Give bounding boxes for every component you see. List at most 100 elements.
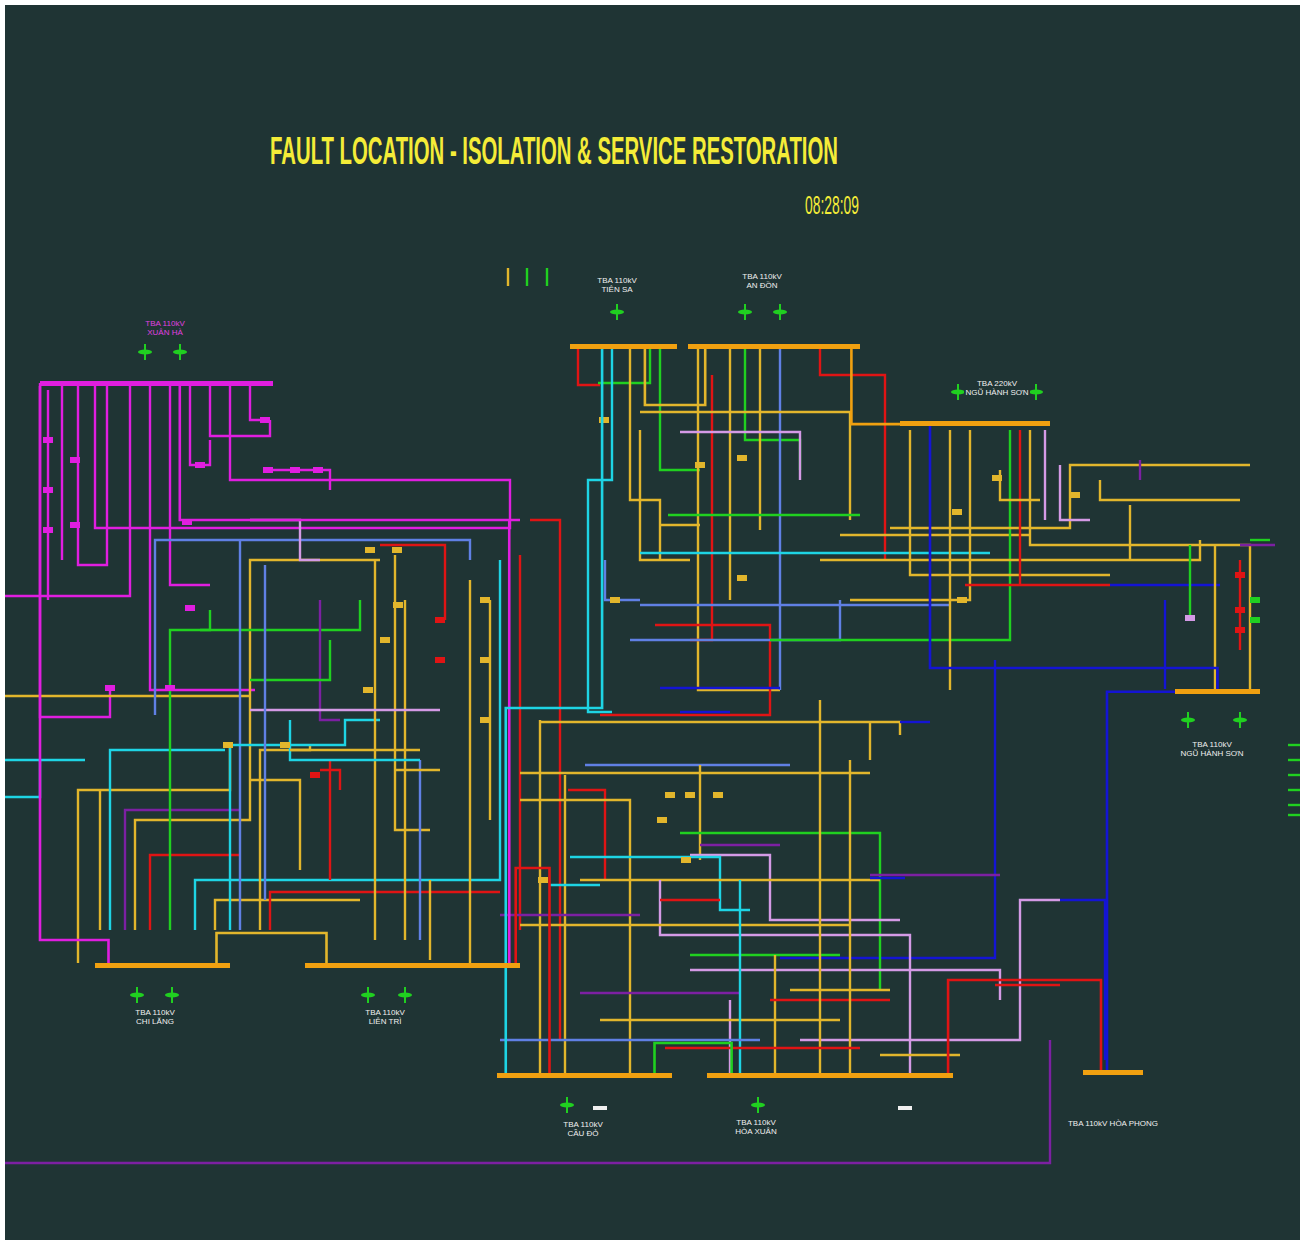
- feeder-wire: [1288, 774, 1300, 776]
- feeder-wire: [800, 900, 1060, 1040]
- feeder-wire: [520, 924, 850, 926]
- substation-label: TBA 110kV XUÂN HÀ: [143, 319, 186, 337]
- label-line: CHI LĂNG: [135, 1017, 174, 1026]
- feeder-wire: [1288, 804, 1300, 806]
- feeder-wire: [40, 383, 110, 717]
- feeder-wire: [598, 349, 650, 383]
- feeder-wire: [489, 600, 491, 820]
- feeder-wire: [790, 989, 890, 991]
- breaker-symbol: [363, 687, 373, 693]
- label-line: XUÂN HÀ: [145, 328, 184, 337]
- transformer-body: [773, 310, 787, 315]
- feeder-wire: [250, 520, 320, 560]
- feeder-wire: [870, 874, 1000, 876]
- feeder-wire: [1060, 465, 1090, 520]
- feeder-wire: [690, 375, 712, 640]
- transformer-symbol: [398, 987, 412, 1003]
- transformer-body: [1181, 718, 1195, 723]
- feeder-wire: [580, 879, 880, 881]
- breaker-symbol: [393, 602, 403, 608]
- feeder-connector: [1107, 692, 1175, 1070]
- feeder-wire: [690, 970, 1000, 1000]
- feeder-wire: [5, 760, 40, 797]
- feeder-wire: [1000, 470, 1040, 500]
- busbar: [707, 1073, 953, 1078]
- feeder-wire: [1100, 480, 1240, 500]
- feeder-wire: [1288, 744, 1300, 746]
- feeder-connector: [180, 386, 509, 963]
- label-line: NGŨ HÀNH SƠN: [966, 388, 1029, 397]
- feeder-wire: [1240, 544, 1275, 546]
- feeder-wire: [78, 386, 107, 565]
- transformer-body: [738, 310, 752, 315]
- feeder-wire: [1110, 584, 1220, 586]
- breaker-symbol: [480, 717, 490, 723]
- breaker-symbol: [70, 457, 80, 463]
- feeder-wire: [520, 800, 630, 1073]
- substation-busbar-node: TBA 110kV HÒA XUÂN: [707, 1073, 953, 1136]
- feeder-connector: [217, 933, 327, 963]
- busbar: [305, 963, 520, 968]
- feeder-wire: [395, 769, 440, 771]
- breaker-symbol: [952, 509, 962, 515]
- feeder-wire: [110, 750, 225, 930]
- transformer-body: [560, 1103, 574, 1108]
- breaker-symbol: [685, 792, 695, 798]
- transformer-symbol: [773, 304, 787, 320]
- feeder-connector: [655, 1043, 732, 1073]
- breaker-symbol: [538, 877, 548, 883]
- feeder-wire: [869, 722, 871, 760]
- feeder-wire: [665, 1047, 860, 1049]
- feeder-wire: [429, 880, 431, 960]
- breaker-symbol: [737, 575, 747, 581]
- breaker-symbol: [1235, 607, 1245, 613]
- busbar: [95, 963, 230, 968]
- substation-label: TBA 110kV LIÊN TRÌ: [363, 1008, 406, 1026]
- substation-busbar-node: TBA 110kV TIÊN SA: [570, 276, 677, 349]
- label-line: TBA 110kV: [145, 319, 184, 328]
- breaker-symbol: [957, 597, 967, 603]
- transformer-symbol: [173, 344, 187, 360]
- feeder-wire: [580, 992, 740, 994]
- feeder-wire: [526, 268, 528, 286]
- label-line: TBA 220kV: [977, 379, 1017, 388]
- substation-busbar-node: TBA 110kV LIÊN TRÌ: [305, 963, 520, 1026]
- feeder-wire: [780, 660, 995, 958]
- transformer-body: [130, 993, 144, 998]
- label-line: LIÊN TRÌ: [365, 1017, 404, 1026]
- feeder-wire: [690, 954, 840, 956]
- breaker-symbol: [695, 462, 705, 468]
- feeder-wire: [820, 540, 1200, 560]
- substation-label: TBA 110kV NGŨ HÀNH SƠN: [1179, 740, 1246, 758]
- breaker-symbol: [392, 547, 402, 553]
- breaker-symbol: [713, 792, 723, 798]
- switch-symbol: [593, 1106, 607, 1110]
- breaker-symbol: [290, 467, 300, 473]
- substation-busbar-node: TBA 220kV NGŨ HÀNH SƠN: [900, 379, 1050, 426]
- substation-busbar-node: TBA 110kV XUÂN HÀ: [40, 319, 273, 386]
- transformer-symbol: [738, 304, 752, 320]
- feeder-wire: [660, 687, 780, 689]
- label-line: AN ĐỒN: [742, 281, 781, 290]
- feeder-wire: [270, 892, 500, 930]
- feeder-wire: [170, 610, 210, 930]
- feeder-wire: [469, 580, 471, 940]
- breaker-symbol: [1070, 492, 1080, 498]
- feeder-wire: [550, 884, 600, 886]
- feeder-wire: [290, 749, 420, 751]
- substation-label: TBA 110kV CHI LĂNG: [133, 1008, 176, 1026]
- transformer-body: [361, 993, 375, 998]
- feeder-wire: [910, 430, 1110, 575]
- feeder-wire: [507, 268, 509, 286]
- feeder-connector: [516, 868, 550, 1073]
- transformer-symbol: [751, 1097, 765, 1113]
- feeder-wire: [250, 640, 330, 680]
- feeder-wire: [500, 1039, 760, 1041]
- breaker-symbol: [1235, 572, 1245, 578]
- feeder-wire: [729, 349, 731, 600]
- substation-label: TBA 110kV HÒA PHONG: [1066, 1119, 1160, 1128]
- feeder-wire: [680, 711, 730, 713]
- transformer-symbol: [560, 1097, 574, 1113]
- feeder-wire: [250, 780, 300, 870]
